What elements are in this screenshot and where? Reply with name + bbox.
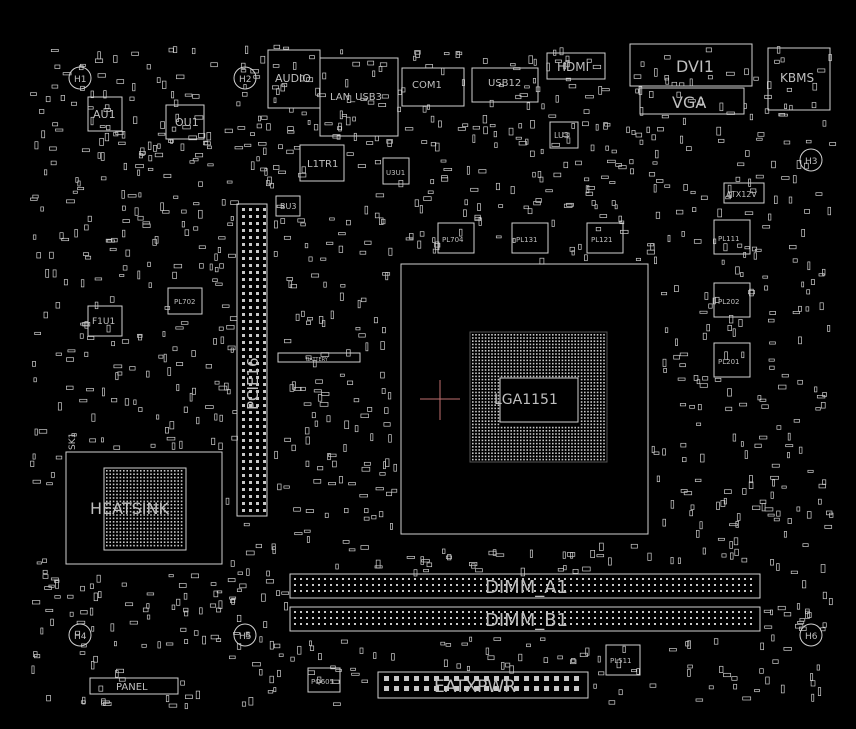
mounting-holes: [68, 66, 823, 647]
pl704-choke: [437, 222, 475, 254]
label-sk1: SK1: [68, 433, 78, 450]
label-vga: VGA: [672, 93, 706, 112]
bu3-chip: [275, 195, 301, 217]
lu3-chip: [549, 121, 579, 149]
mounting-hole-h3: [799, 148, 823, 172]
label-audio: AUDIO: [275, 72, 311, 85]
label-au1: AU1: [93, 108, 116, 121]
heatsink-outline: [65, 451, 223, 565]
label-eatxpwr: EATXPWR: [434, 677, 516, 697]
label-dimm-a1: DIMM_A1: [485, 577, 568, 598]
label-h3: H3: [805, 157, 818, 167]
label-bu3: BU3: [280, 202, 296, 211]
label-hdmi: HDMI: [557, 60, 589, 74]
label-pcie: PCIE16: [244, 357, 262, 410]
label-h2: H2: [239, 75, 252, 85]
label-pl201: PL201: [718, 358, 739, 366]
atx12v-connector: [723, 182, 765, 204]
label-cpu: LGA1151: [494, 392, 558, 408]
label-usb: USB12: [488, 78, 521, 89]
label-f1u1: F1U1: [92, 317, 115, 327]
label-pl202: PL202: [718, 298, 739, 306]
lan-usb-connector: [319, 57, 399, 137]
label-pl511: PL511: [610, 657, 631, 665]
pl121-choke: [586, 222, 624, 254]
kbms-connector: [767, 47, 831, 111]
pl111-choke: [713, 219, 751, 255]
pl131-choke: [511, 222, 549, 254]
dimm-b1-slot: [289, 606, 761, 632]
mounting-hole-h2: [233, 66, 257, 90]
cpu-crosshair: [420, 380, 460, 420]
label-h1: H1: [74, 75, 87, 85]
u3u1-chip: [382, 157, 410, 185]
label-pl111: PL111: [718, 235, 739, 243]
dvi-connector: [629, 43, 753, 87]
pin-grids: [106, 208, 752, 691]
pl702-choke: [167, 287, 203, 315]
hdmi-connector: [546, 52, 606, 80]
label-ou1: OU1: [175, 116, 199, 129]
passive-components: [30, 44, 837, 710]
pl202-choke: [713, 282, 751, 318]
label-atx12v: ATX12V: [726, 190, 757, 199]
label-com: COM1: [412, 80, 442, 91]
label-dvi: DVI1: [676, 57, 714, 76]
label-pl121: PL121: [591, 236, 612, 244]
label-dimm-b1: DIMM_B1: [485, 610, 568, 631]
cpu-pad-area: [469, 331, 608, 463]
pl201-choke: [713, 342, 751, 378]
mounting-hole-h6: [799, 623, 823, 647]
label-heatsink: HEATSINK: [90, 499, 169, 518]
label-l1tr1: L1TR1: [307, 159, 338, 170]
label-pl702: PL702: [174, 298, 195, 306]
pq605-component: [307, 667, 341, 693]
dimm-a1-slot: [289, 573, 761, 599]
pl511-choke: [605, 644, 641, 676]
cpu-center-cavity: [499, 377, 579, 423]
label-lan: LAN_USB3: [330, 92, 382, 103]
eatxpwr-connector: [377, 671, 589, 699]
l1tr1-chip: [299, 144, 345, 182]
label-battery: BATTERY: [306, 357, 329, 363]
label-u3u1: U3U1: [386, 169, 405, 177]
label-h6: H6: [805, 632, 818, 642]
battery-holder: [277, 352, 361, 363]
pcie-slot: [236, 203, 268, 517]
f1u1-chip: [87, 305, 123, 337]
label-pq605: PQ605: [311, 678, 334, 686]
au1-chip: [87, 96, 123, 132]
label-h5: H5: [239, 632, 252, 642]
panel-header: [89, 677, 179, 695]
label-pl704: PL704: [442, 236, 464, 244]
label-h4: H4: [74, 632, 87, 642]
label-pl131: PL131: [516, 236, 537, 244]
mounting-hole-h5: [233, 623, 257, 647]
cpu-socket: [400, 263, 649, 535]
mounting-hole-h1: [68, 66, 92, 90]
pch-chip: [103, 467, 187, 551]
label-kbms: KBMS: [780, 71, 814, 85]
com-connector: [401, 67, 465, 107]
usb-connector: [471, 67, 539, 103]
label-panel: PANEL: [116, 682, 148, 693]
vga-connector: [639, 87, 745, 115]
label-lu3: LU3: [554, 131, 569, 140]
mounting-hole-h4: [68, 623, 92, 647]
ou1-chip: [165, 104, 205, 140]
